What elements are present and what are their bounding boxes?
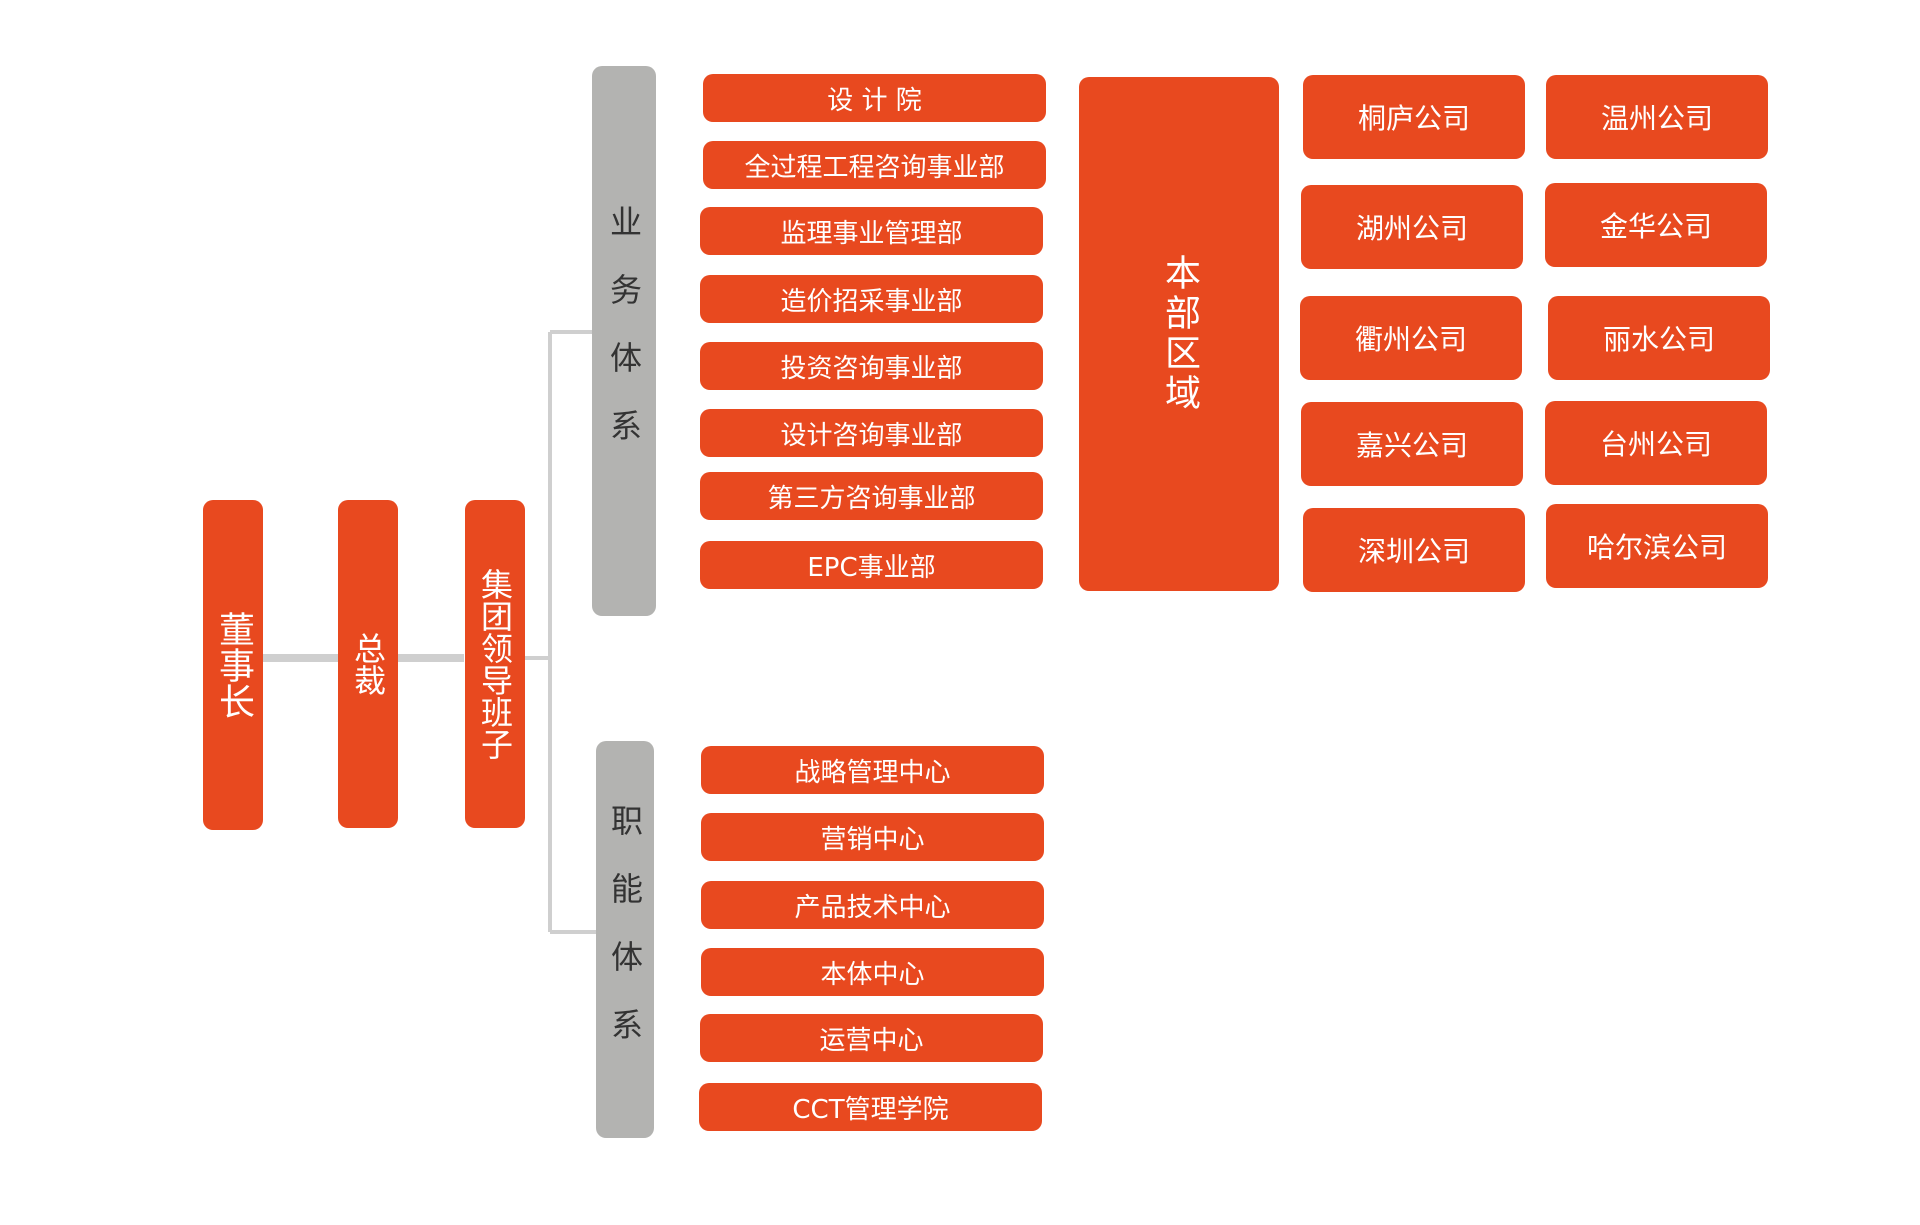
leadership-box: 集团领导班子 <box>465 500 525 828</box>
business-system-label: 业务体系 <box>605 205 643 477</box>
company-label: 温州公司 <box>1600 102 1713 135</box>
president-box: 总裁 <box>338 500 398 828</box>
company-huzhou: 湖州公司 <box>1301 185 1523 269</box>
dept-label: 设计咨询事业部 <box>780 420 963 451</box>
dept-label: 第三方咨询事业部 <box>767 483 976 514</box>
leadership-label: 集团领导班子 <box>476 568 514 760</box>
company-harbin: 哈尔滨公司 <box>1546 504 1768 588</box>
chairman-box: 董事长 <box>203 500 263 830</box>
company-jiaxing: 嘉兴公司 <box>1301 402 1523 486</box>
dept-epc: EPC事业部 <box>700 541 1043 589</box>
dept-label: 造价招采事业部 <box>780 286 963 317</box>
dept-third-party-consulting: 第三方咨询事业部 <box>700 472 1043 520</box>
dept-label: EPC事业部 <box>807 552 936 583</box>
center-label: 本体中心 <box>820 959 925 990</box>
center-strategy-management: 战略管理中心 <box>701 746 1044 794</box>
dept-design-institute: 设 计 院 <box>703 74 1046 122</box>
chairman-label: 董事长 <box>213 611 254 719</box>
company-label: 哈尔滨公司 <box>1586 531 1727 564</box>
center-cct-academy: CCT管理学院 <box>699 1083 1042 1131</box>
dept-design-consulting: 设计咨询事业部 <box>700 409 1043 457</box>
company-taizhou: 台州公司 <box>1545 401 1767 485</box>
headquarters-region-label: 本部区域 <box>1159 254 1200 414</box>
company-label: 丽水公司 <box>1602 323 1715 356</box>
company-wenzhou: 温州公司 <box>1546 75 1768 159</box>
headquarters-region-box: 本部区域 <box>1079 77 1279 591</box>
center-core: 本体中心 <box>701 948 1044 996</box>
company-label: 桐庐公司 <box>1357 102 1470 135</box>
functional-system-box: 职能体系 <box>596 741 654 1138</box>
center-operations: 运营中心 <box>700 1014 1043 1062</box>
company-label: 深圳公司 <box>1357 535 1470 568</box>
dept-label: 投资咨询事业部 <box>780 353 963 384</box>
company-tonglu: 桐庐公司 <box>1303 75 1525 159</box>
center-label: CCT管理学院 <box>792 1094 949 1125</box>
president-label: 总裁 <box>349 632 387 696</box>
dept-label: 全过程工程咨询事业部 <box>744 152 1005 183</box>
functional-system-label: 职能体系 <box>606 803 644 1076</box>
company-shenzhen: 深圳公司 <box>1303 508 1525 592</box>
dept-cost-procurement: 造价招采事业部 <box>700 275 1043 323</box>
company-label: 衢州公司 <box>1354 323 1467 356</box>
center-label: 运营中心 <box>819 1025 924 1056</box>
dept-label: 监理事业管理部 <box>780 218 963 249</box>
dept-supervision: 监理事业管理部 <box>700 207 1043 255</box>
company-label: 台州公司 <box>1599 428 1712 461</box>
company-label: 嘉兴公司 <box>1355 429 1468 462</box>
company-label: 金华公司 <box>1599 210 1712 243</box>
center-marketing: 营销中心 <box>701 813 1044 861</box>
center-label: 战略管理中心 <box>794 757 951 788</box>
dept-investment-consulting: 投资咨询事业部 <box>700 342 1043 390</box>
dept-label: 设 计 院 <box>827 85 922 116</box>
company-label: 湖州公司 <box>1355 212 1468 245</box>
company-lishui: 丽水公司 <box>1548 296 1770 380</box>
company-jinhua: 金华公司 <box>1545 183 1767 267</box>
company-quzhou: 衢州公司 <box>1300 296 1522 380</box>
center-label: 营销中心 <box>820 824 925 855</box>
center-label: 产品技术中心 <box>794 892 951 923</box>
business-system-box: 业务体系 <box>592 66 656 616</box>
center-product-technology: 产品技术中心 <box>701 881 1044 929</box>
dept-whole-process-consulting: 全过程工程咨询事业部 <box>703 141 1046 189</box>
